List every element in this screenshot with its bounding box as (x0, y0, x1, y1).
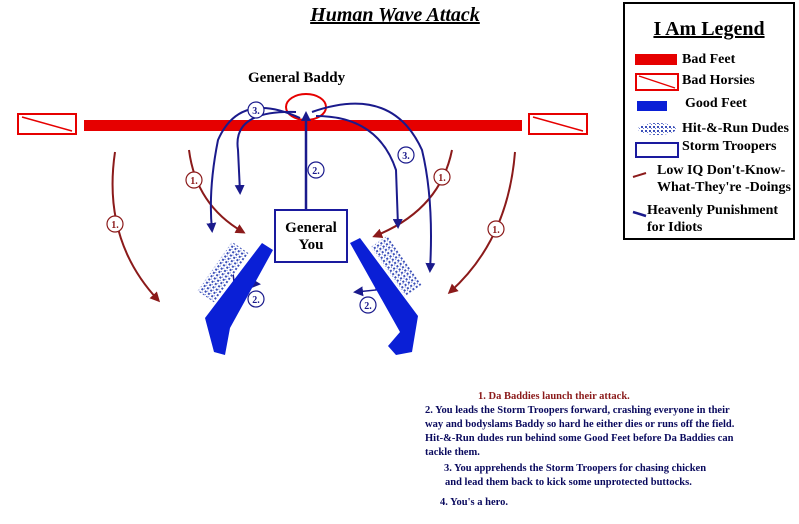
bad-horsie-right (528, 113, 588, 135)
note-step-2-line2: way and bodyslams Baddy so hard he eithe… (425, 419, 735, 430)
step-marker-1-right-inner: 1. (433, 168, 451, 186)
step-marker-1-left-outer: 1. (106, 215, 124, 233)
step-marker-3-right: 3. (397, 146, 415, 164)
legend-item-bad-feet: Bad Feet (682, 52, 736, 67)
note-step-3: 3. You apprehends the Storm Troopers for… (444, 462, 706, 490)
blue-arrow-loop-right-outer (311, 102, 436, 273)
good-feet-right (350, 238, 418, 355)
general-you-label-line1: General (285, 220, 337, 236)
step-marker-2-right: 2. (359, 296, 377, 314)
red-arrow-far-left (111, 151, 161, 303)
legend-item-red-arrow-line1: Low IQ Don't-Know- (657, 163, 786, 178)
general-you-label-line2: You (298, 237, 324, 253)
legend-symbol-blue-arrow (632, 210, 647, 218)
red-arrow-inner-right (372, 149, 453, 239)
legend-symbol-bad-horsies (635, 73, 679, 91)
legend-symbol-bad-feet (635, 54, 677, 65)
red-arrow-far-right (447, 151, 516, 295)
step-marker-1-right-outer: 1. (487, 220, 505, 238)
blue-arrow-loop-right-inner (315, 115, 403, 229)
step-label-1: 1. (438, 173, 446, 184)
step-label-3: 3. (252, 106, 260, 117)
general-baddy-label: General Baddy (248, 70, 346, 86)
page-title: Human Wave Attack (310, 4, 480, 26)
legend-item-good-feet: Good Feet (685, 96, 747, 111)
step-marker-1-left-inner: 1. (185, 171, 203, 189)
note-step-2-line4: tackle them. (425, 447, 480, 458)
legend-symbol-hit-run (638, 123, 676, 135)
legend-item-red-arrow: Low IQ Don't-Know- What-They're -Doings (657, 162, 791, 196)
legend-item-bad-horsies: Bad Horsies (682, 73, 755, 88)
legend-item-blue-arrow-line2: for Idiots (647, 220, 703, 235)
note-step-3-line2: and lead them back to kick some unprotec… (445, 477, 692, 488)
step-marker-2-center: 2. (307, 161, 325, 179)
step-marker-3-left: 3. (247, 101, 265, 119)
step-label-1: 1. (190, 176, 198, 187)
hit-run-dudes-left (197, 241, 249, 303)
note-step-2-line1: 2. You leads the Storm Troopers forward,… (425, 405, 730, 416)
legend-symbol-good-feet (637, 101, 667, 111)
legend-item-storm-troopers: Storm Troopers (682, 139, 777, 154)
blue-arrow-loop-left-inner (234, 110, 297, 195)
step-label-1: 1. (492, 225, 500, 236)
note-step-3-line1: 3. You apprehends the Storm Troopers for… (444, 463, 707, 474)
legend-item-hit-run: Hit-&-Run Dudes (682, 121, 789, 136)
step-label-3: 3. (402, 151, 410, 162)
red-arrow-inner-left (188, 149, 246, 234)
note-step-1: 1. Da Baddies launch their attack. (478, 391, 630, 402)
legend: I Am Legend Bad Feet Bad Horsies Good Fe… (623, 2, 795, 240)
note-step-2-line3: Hit-&-Run dudes run behind some Good Fee… (425, 433, 734, 444)
general-you-box: General You (274, 209, 348, 263)
note-step-4: 4. You's a hero. (440, 497, 508, 508)
legend-title: I Am Legend (653, 18, 765, 40)
step-label-2: 2. (252, 295, 260, 306)
step-marker-2-left: 2. (247, 290, 265, 308)
hit-run-dudes-right (370, 235, 422, 297)
legend-item-blue-arrow: Heavenly Punishment for Idiots (647, 202, 778, 236)
good-feet-left (205, 243, 273, 355)
legend-item-blue-arrow-line1: Heavenly Punishment (647, 203, 779, 218)
blue-arrow-loop-left-outer (206, 106, 301, 233)
legend-item-red-arrow-line2: What-They're -Doings (657, 180, 791, 195)
bad-feet-line (84, 120, 522, 131)
bad-horsie-left (17, 113, 77, 135)
note-step-2: 2. You leads the Storm Troopers forward,… (425, 404, 734, 460)
legend-symbol-red-arrow (632, 172, 647, 178)
step-label-1: 1. (111, 220, 119, 231)
step-label-2: 2. (312, 166, 320, 177)
step-label-2: 2. (364, 301, 372, 312)
legend-symbol-storm-troopers (635, 142, 679, 158)
